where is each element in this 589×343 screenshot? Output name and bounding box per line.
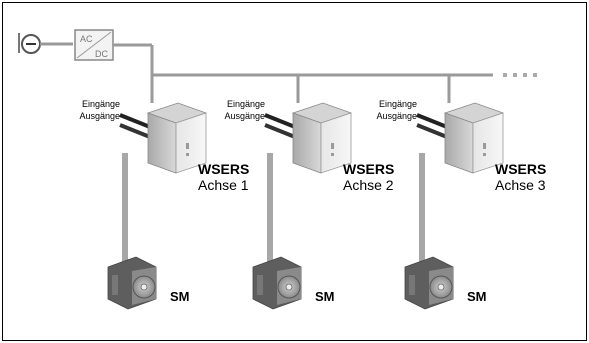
input-cable	[416, 113, 448, 129]
drive-name: WSERS	[343, 161, 395, 177]
motor-cable	[419, 153, 425, 268]
outputs-label: Ausgänge	[376, 111, 417, 121]
servo-motor-icon	[107, 256, 157, 310]
motor-label: SM	[467, 289, 487, 304]
motor-label: SM	[170, 289, 190, 304]
axis-unit-2	[252, 102, 353, 310]
axis-unit-1	[107, 102, 208, 310]
drive-unit	[291, 102, 353, 174]
inputs-label: Eingänge	[81, 99, 120, 109]
drive-unit	[146, 102, 208, 174]
motor-cable	[267, 153, 273, 268]
ellipsis-icon	[503, 73, 537, 77]
drive-unit	[443, 102, 505, 174]
axis-unit-3	[404, 102, 505, 310]
drive-name: WSERS	[495, 161, 547, 177]
output-cable	[264, 123, 296, 139]
dc-bus	[150, 45, 493, 103]
motor-cable	[122, 153, 128, 268]
servo-motor-icon	[252, 256, 302, 310]
outputs-label: Ausgänge	[224, 111, 265, 121]
servo-motor-icon	[404, 256, 454, 310]
ac-source-icon	[18, 33, 73, 54]
inputs-label: Eingänge	[378, 99, 417, 109]
outputs-label: Ausgänge	[79, 111, 120, 121]
output-cable	[119, 123, 151, 139]
axis-label: Achse 2	[343, 177, 394, 193]
input-cable	[119, 113, 151, 129]
axis-label: Achse 3	[495, 177, 546, 193]
ac-dc-converter-icon: AC DC	[74, 29, 152, 61]
converter-ac-label: AC	[80, 34, 93, 44]
axis-label: Achse 1	[198, 177, 249, 193]
axis-units	[107, 102, 505, 310]
inputs-label: Eingänge	[226, 99, 265, 109]
converter-dc-label: DC	[95, 49, 108, 59]
output-cable	[416, 123, 448, 139]
drive-name: WSERS	[198, 161, 250, 177]
motor-label: SM	[315, 289, 335, 304]
input-cable	[264, 113, 296, 129]
diagram-canvas: AC DC	[18, 29, 537, 310]
